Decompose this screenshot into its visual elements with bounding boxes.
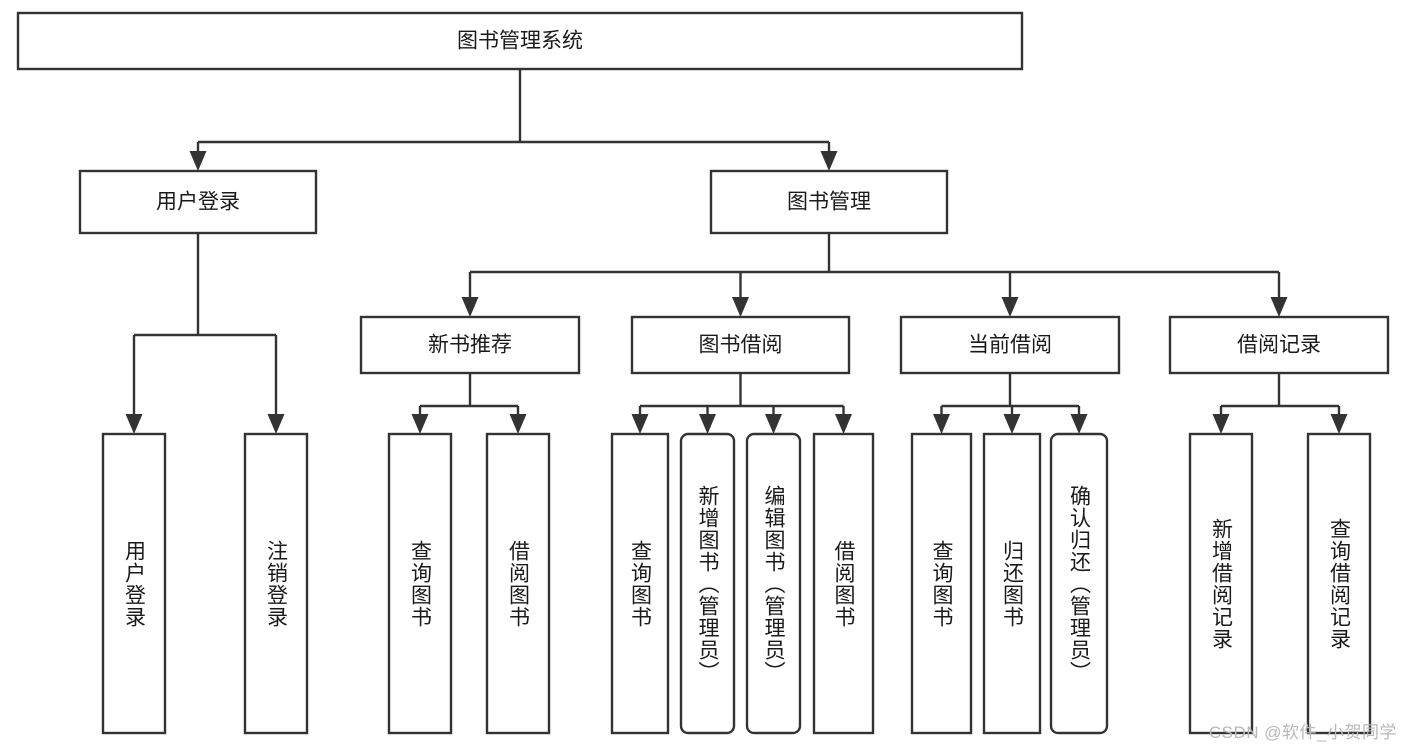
node-layer (16, 11, 1390, 735)
node-box-当前借阅[interactable] (899, 315, 1121, 375)
node-box-leaf-新增借阅记录[interactable] (1188, 432, 1254, 735)
edge-user-login-arrow-1 (267, 414, 285, 434)
node-box-leaf-查询图书[interactable] (610, 432, 670, 735)
node-label-用户登录: 用户登录 (156, 191, 240, 214)
node-box-leaf-查询借阅记录[interactable] (1306, 432, 1372, 735)
node-box-leaf-用户登录[interactable] (101, 432, 167, 735)
node-box-leaf-借阅图书[interactable] (812, 432, 875, 735)
node-box-leaf-新增图书管理员[interactable] (679, 432, 736, 735)
node-box-leaf-编辑图书管理员[interactable] (745, 432, 802, 735)
node-label-图书借阅: 图书借阅 (699, 334, 783, 357)
edge-借阅记录-arrow-0 (1212, 414, 1230, 434)
node-label-图书管理: 图书管理 (787, 191, 871, 214)
watermark-text: CSDN @软件_小贺同学 (1208, 723, 1397, 742)
edge-layer (125, 69, 1348, 434)
edge-图书借阅-arrow-2 (765, 414, 782, 434)
edge-当前借阅-arrow-0 (933, 414, 950, 434)
edge-新书推荐-arrow-0 (411, 414, 429, 434)
edge-book-mgmt-arrow-1 (732, 297, 749, 317)
edge-user-login-arrow-0 (125, 414, 143, 434)
edge-root-arrow-0 (189, 151, 207, 171)
node-box-leaf-注销登录[interactable] (243, 432, 309, 735)
node-box-用户登录[interactable] (78, 169, 318, 235)
edge-当前借阅-arrow-1 (1003, 414, 1021, 434)
edge-当前借阅-arrow-2 (1070, 414, 1088, 434)
node-label-root: 图书管理系统 (457, 30, 583, 53)
edge-新书推荐-arrow-1 (509, 414, 527, 434)
node-box-leaf-借阅图书[interactable] (485, 432, 551, 735)
edge-root-arrow-1 (820, 151, 838, 171)
node-box-图书借阅[interactable] (630, 315, 851, 375)
edge-图书借阅-arrow-3 (835, 414, 852, 434)
edge-图书借阅-arrow-1 (699, 414, 716, 434)
node-label-新书推荐: 新书推荐 (428, 334, 512, 357)
edge-图书借阅-arrow-0 (631, 414, 649, 434)
node-box-图书管理[interactable] (709, 169, 949, 235)
edge-book-mgmt-arrow-3 (1270, 297, 1288, 317)
node-box-leaf-确认归还管理员[interactable] (1049, 432, 1109, 735)
node-box-leaf-查询图书[interactable] (387, 432, 453, 735)
node-box-leaf-归还图书[interactable] (982, 432, 1042, 735)
node-box-leaf-查询图书[interactable] (910, 432, 973, 735)
edge-借阅记录-arrow-1 (1330, 414, 1348, 434)
node-label-借阅记录: 借阅记录 (1237, 334, 1321, 357)
node-box-root[interactable] (16, 11, 1024, 71)
edge-book-mgmt-arrow-0 (461, 297, 479, 317)
node-label-当前借阅: 当前借阅 (968, 334, 1052, 357)
node-box-借阅记录[interactable] (1168, 315, 1390, 375)
edge-book-mgmt-arrow-2 (1001, 297, 1019, 317)
node-box-新书推荐[interactable] (359, 315, 581, 375)
